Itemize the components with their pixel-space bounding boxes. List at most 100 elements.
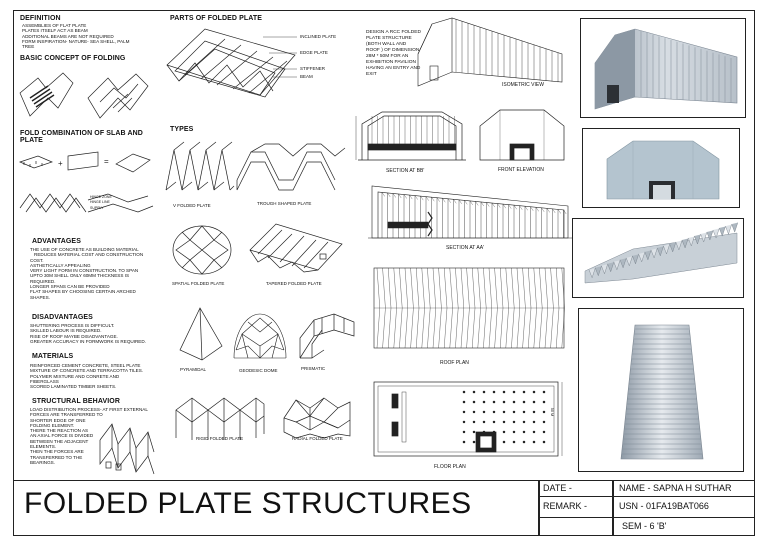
column-dot [462, 400, 466, 404]
definition-line: TREE [22, 44, 35, 50]
rib-line [511, 307, 515, 349]
rib-line [404, 267, 408, 309]
column-dot [502, 440, 506, 444]
parts-heading: PARTS OF FOLDED PLATE [170, 15, 263, 22]
tapered-folded-plate-sketch [249, 223, 343, 273]
v-folded-plate-label: V FOLDED PLATE [173, 203, 211, 208]
rib-fold [681, 238, 689, 249]
section-bb-drawing [355, 111, 466, 161]
rib-line [455, 307, 459, 349]
structural-line: THERE THE REACTION AS [30, 428, 89, 434]
definition-line: ASSEMBLIES OF FLAT PLATE [22, 23, 87, 28]
rib-line [561, 307, 565, 349]
column-dot [512, 390, 516, 394]
pyramidal-sketch [179, 307, 223, 361]
roof-plan-label: ROOF PLAN [440, 360, 469, 366]
advantages-line: VERY LIGHT FORM IN CONSTRUCTION. TO SPAN [30, 268, 139, 274]
column-dot [542, 420, 546, 424]
rib-line [455, 267, 459, 309]
rib-line [438, 267, 442, 309]
section-bb-label: SECTION AT BB' [386, 168, 425, 174]
structural-behavior-heading: STRUCTURAL BEHAVIOR [32, 398, 120, 405]
rib-line [508, 204, 512, 209]
rib-line [528, 267, 532, 309]
basic-concept-sketch [19, 72, 149, 119]
design-line: HAVING AN ENTRY AND [366, 66, 421, 71]
rib-fold [632, 254, 639, 265]
stiffener-label: STIFFENER [300, 66, 326, 71]
rib-line [382, 307, 386, 349]
rib-line [516, 267, 520, 309]
definition-list: ASSEMBLIES OF FLAT PLATE PLATES ITSELF A… [22, 23, 129, 49]
isometric-view-sketch [417, 17, 563, 87]
advantages-line: UPTO 30M SHELL ONLY 60MM THICKNESS IS [30, 273, 130, 279]
column-dot [482, 420, 486, 424]
design-line: PLATE STRUCTURE [366, 36, 412, 41]
rib-line [393, 267, 397, 309]
dimension-50m-label: 50 M [550, 407, 555, 417]
spatial-folded-plate-label: SPATIAL FOLDED PLATE [172, 281, 225, 286]
hinge-zone-label: HINGE ZONE [90, 195, 112, 199]
rib-line [511, 267, 515, 309]
rib-line [460, 267, 464, 309]
column-dot [532, 400, 536, 404]
column-dot [502, 430, 506, 434]
disadvantages-line: RISE OF ROOF MAYBE DISADVANTAGE. [30, 333, 118, 339]
render-plan-image [620, 324, 704, 460]
rib-fold [712, 228, 720, 239]
rib-line [381, 192, 385, 197]
rib-line [392, 193, 396, 198]
title-divider [538, 480, 540, 536]
rib-line [431, 197, 435, 202]
section-aa-drawing [368, 185, 572, 239]
column-dot [462, 440, 466, 444]
column-dot [502, 410, 506, 414]
definition-line: FORM INSPIRATION- NATURE- SEA SHELL, PAL… [22, 38, 130, 44]
rib-line [505, 307, 509, 349]
rib-line [427, 267, 431, 309]
rib-line [449, 267, 453, 309]
types-heading: TYPES [170, 126, 194, 133]
advantages-line: THE USE OF CONCRETE AS BUILDING MATERIAL [30, 247, 139, 252]
rib-line [505, 267, 509, 309]
fold-combination-title-line: PLATE [20, 137, 43, 144]
rib-fold [595, 266, 602, 277]
rib-line [488, 267, 492, 309]
rib-line [388, 267, 392, 309]
advantages-line: ASTHETICALLY APPEALING [30, 262, 91, 268]
rib-line [556, 307, 560, 349]
section-aa-label: SECTION AT AA' [446, 245, 485, 251]
render-frame-3 [572, 218, 744, 298]
date-label: DATE - [543, 483, 572, 493]
column-dot [522, 430, 526, 434]
rib-line [556, 267, 560, 309]
design-brief: DESIGN A RCC FOLDED PLATE STRUCTURE (BOT… [366, 30, 421, 78]
rib-line [563, 209, 567, 215]
remark-label: REMARK - [543, 501, 588, 511]
column-dot [462, 390, 466, 394]
rib-line [466, 267, 470, 309]
rib-line [458, 199, 462, 204]
rib-line [550, 307, 554, 349]
column-dot [492, 390, 496, 394]
column-dot [512, 420, 516, 424]
structural-behavior-list: LOAD DISTRIBUTION PROCESS- AT FIRST EXTE… [30, 407, 148, 465]
rib-line [409, 194, 413, 200]
title-divider [538, 496, 755, 497]
rib-line [436, 197, 440, 202]
column-dot [512, 400, 516, 404]
rib-line [497, 203, 501, 208]
rib-fold [626, 256, 633, 267]
rib-fold [613, 260, 621, 271]
radial-folded-plate-label: RADIAL FOLDED PLATE [292, 436, 343, 441]
rib-fold [694, 234, 701, 245]
rib-line [472, 267, 476, 309]
definition-line: ADDITIONAL BEAMS ARE NOT REQUIRED [22, 33, 114, 39]
sheet-border [13, 10, 755, 536]
rib-fold [706, 230, 714, 241]
tapered-folded-plate-label: TAPERED FOLDED PLATE [266, 281, 322, 286]
isometric-view-label: ISOMETRIC VIEW [502, 82, 544, 88]
structural-behavior-sketch [99, 423, 155, 475]
student-semester: SEM - 6 'B' [622, 521, 667, 531]
column-dot [532, 410, 536, 414]
